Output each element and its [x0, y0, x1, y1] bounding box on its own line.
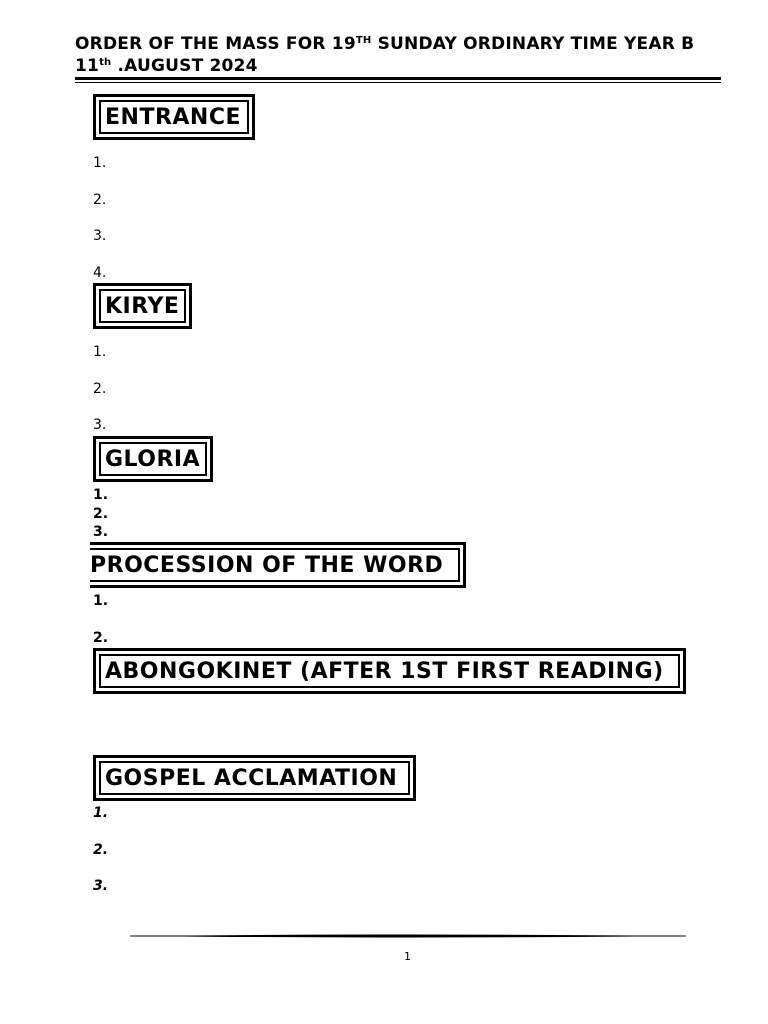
- gospel-heading-box: GOSPEL ACCLAMATION: [93, 755, 416, 801]
- title-superscript: th: [99, 57, 112, 68]
- procession-item-1: 1.: [93, 593, 109, 609]
- procession-heading: PROCESSION OF THE WORD: [90, 548, 460, 582]
- entrance-item-3: 3.: [93, 228, 107, 244]
- title-superscript: TH: [355, 35, 372, 46]
- entrance-item-4: 4.: [93, 265, 107, 281]
- title-text: SUNDAY ORDINARY TIME YEAR B 11: [75, 34, 695, 76]
- abongokinet-heading: ABONGOKINET (AFTER 1ST FIRST READING): [99, 654, 680, 688]
- header-rule-thin: [75, 82, 721, 83]
- gloria-heading: GLORIA: [99, 442, 207, 476]
- gloria-item-2: 2.: [93, 506, 109, 522]
- entrance-heading-box: ENTRANCE: [93, 94, 255, 140]
- header-rule-thick: [75, 77, 721, 80]
- gospel-item-3: 3.: [93, 878, 109, 894]
- gloria-heading-box: GLORIA: [93, 436, 213, 482]
- procession-heading-box: PROCESSION OF THE WORD: [90, 542, 466, 588]
- page-number: 1: [404, 950, 411, 963]
- entrance-heading: ENTRANCE: [99, 100, 249, 134]
- kirye-item-1: 1.: [93, 344, 107, 360]
- kirye-heading-box: KIRYE: [93, 283, 192, 329]
- kirye-item-2: 2.: [93, 381, 107, 397]
- kirye-item-3: 3.: [93, 417, 107, 433]
- procession-item-2: 2.: [93, 630, 109, 646]
- page-title: ORDER OF THE MASS FOR 19TH SUNDAY ORDINA…: [75, 33, 725, 77]
- entrance-item-1: 1.: [93, 155, 107, 171]
- footer-divider: [130, 934, 686, 938]
- title-text: ORDER OF THE MASS FOR 19: [75, 34, 356, 54]
- gospel-item-2: 2.: [93, 842, 109, 858]
- gloria-item-3: 3.: [93, 524, 109, 540]
- gospel-heading: GOSPEL ACCLAMATION: [99, 761, 410, 795]
- entrance-item-2: 2.: [93, 192, 107, 208]
- kirye-heading: KIRYE: [99, 289, 186, 323]
- gloria-item-1: 1.: [93, 487, 109, 503]
- gospel-item-1: 1.: [93, 805, 109, 821]
- title-text: .AUGUST 2024: [111, 56, 258, 76]
- abongokinet-heading-box: ABONGOKINET (AFTER 1ST FIRST READING): [93, 648, 686, 694]
